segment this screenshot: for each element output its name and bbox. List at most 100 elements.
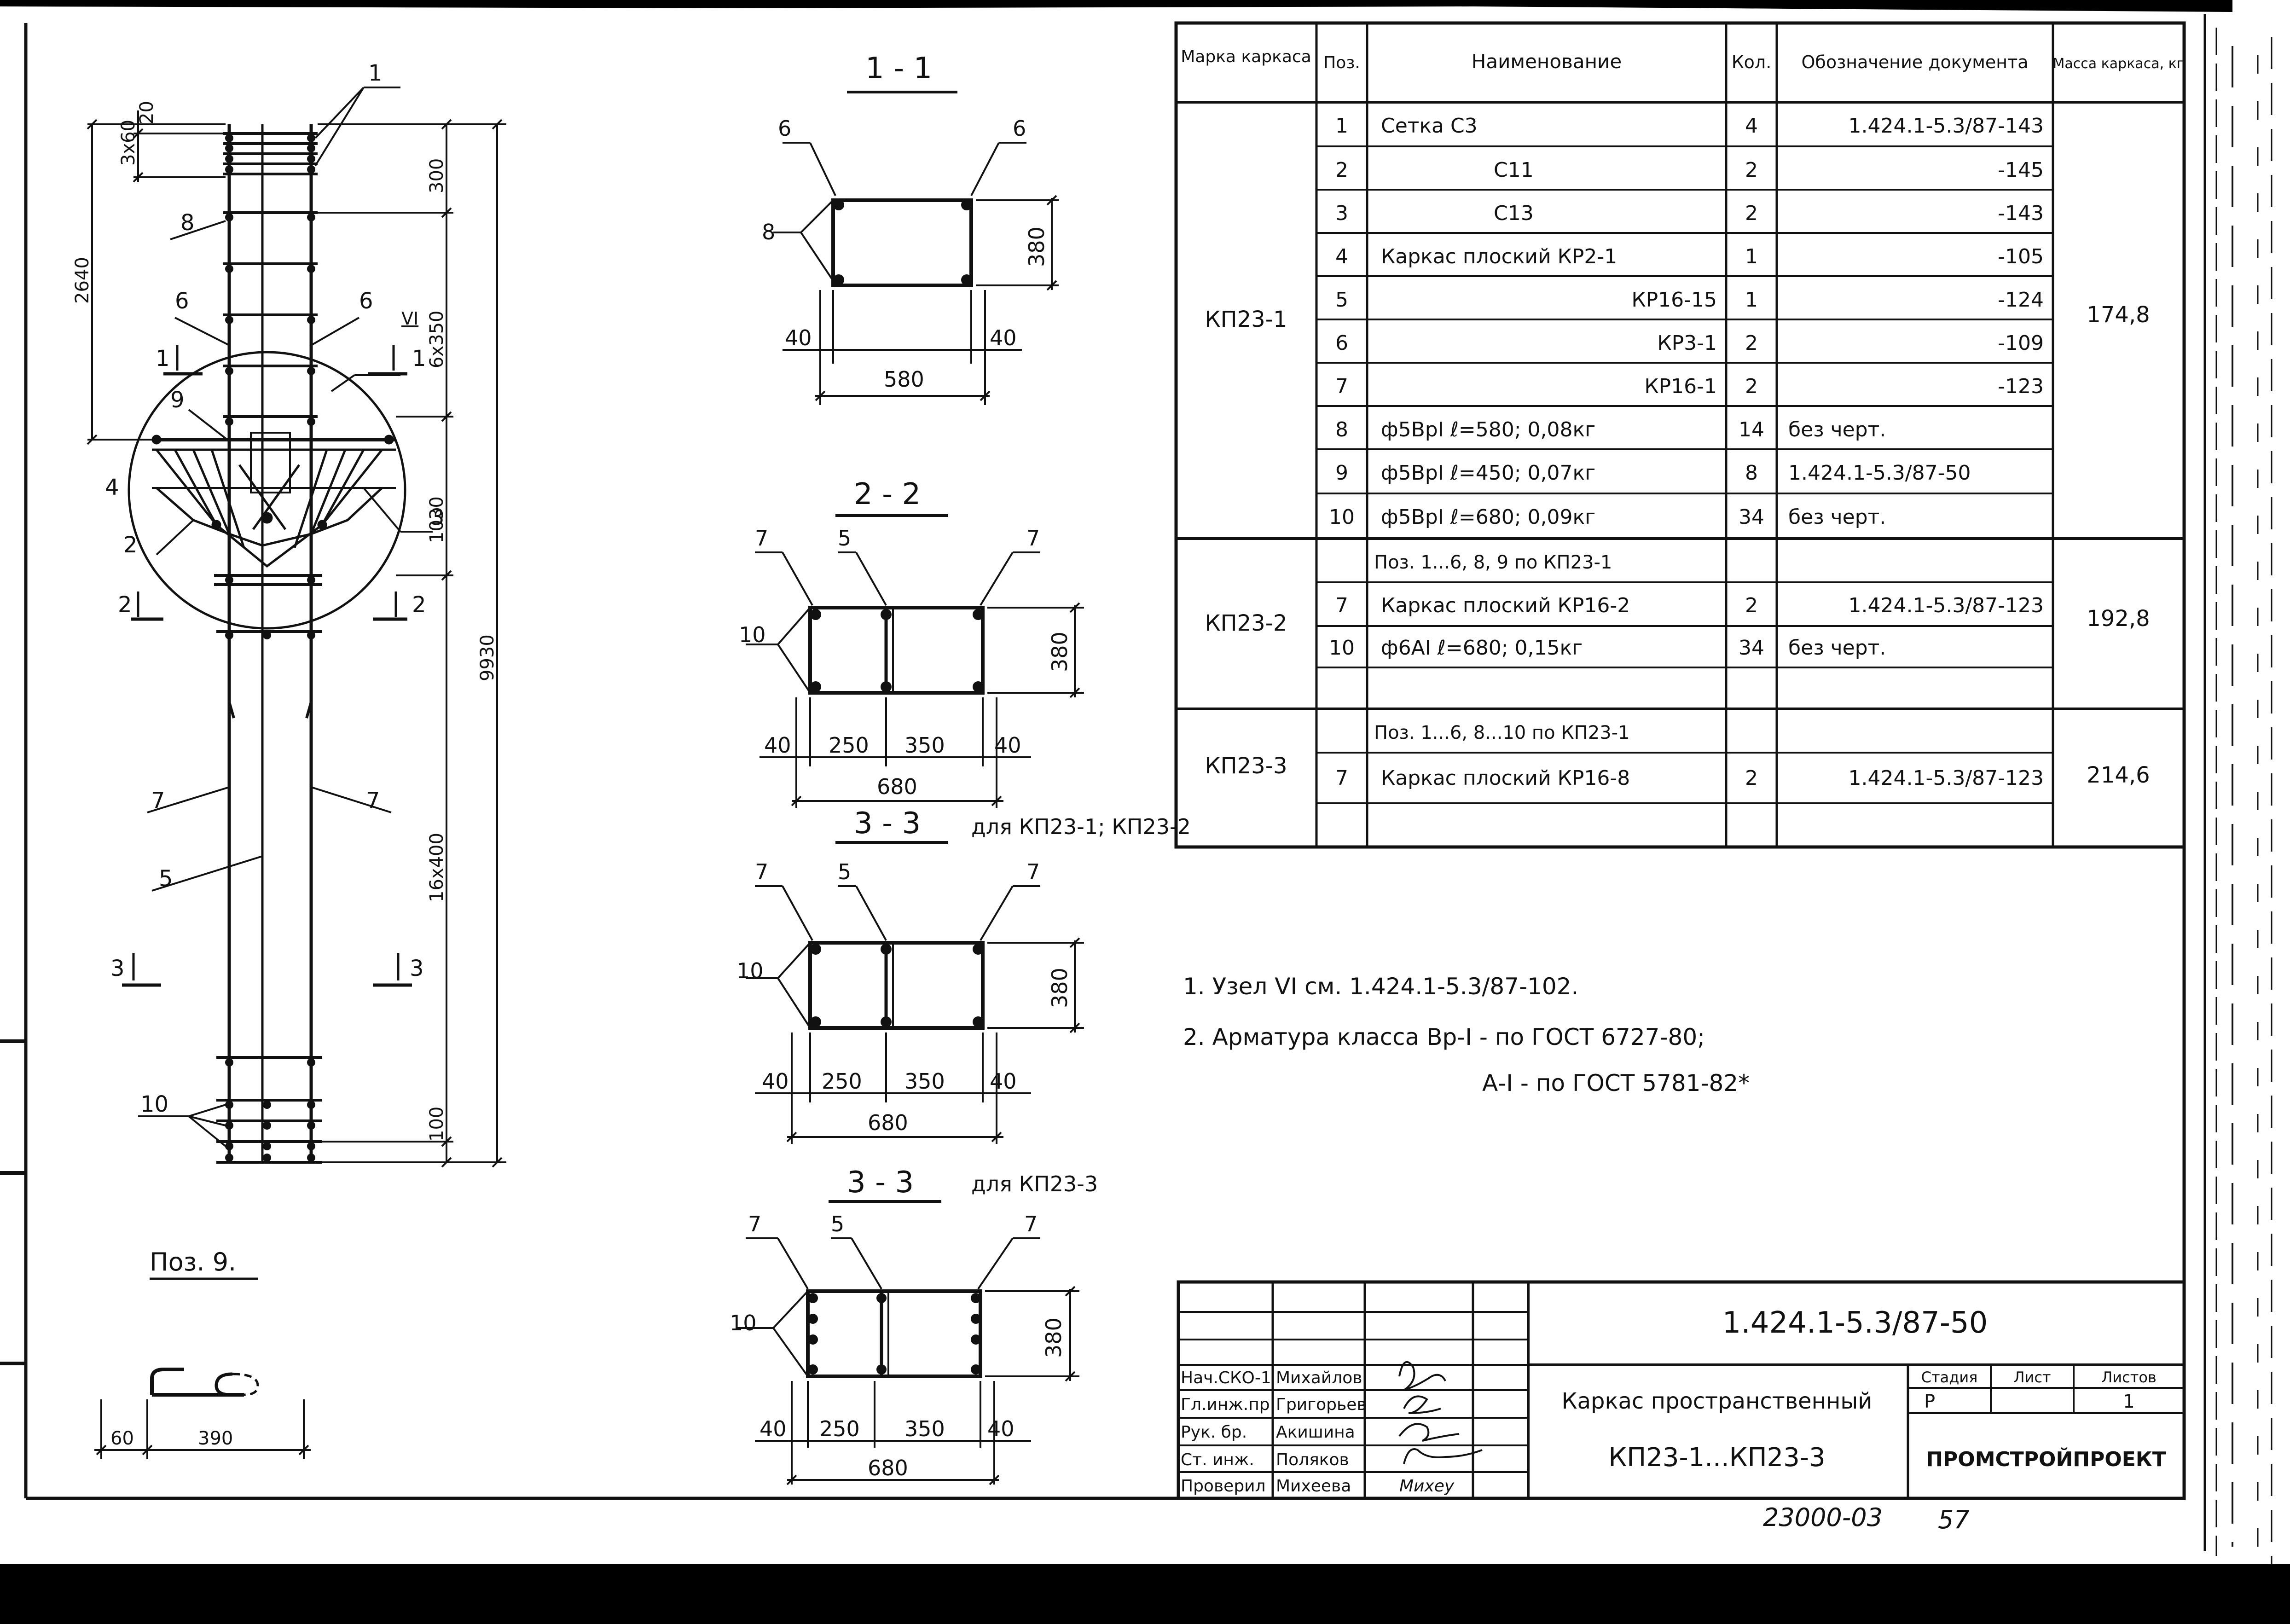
pos9-title: Поз. 9. xyxy=(150,1247,236,1276)
cell-doc: -123 xyxy=(1998,375,2044,398)
table-row: 10 ф5ВрI ℓ=680; 0,09кг 34 без черт. xyxy=(1329,505,1886,529)
stamp-stage: Р xyxy=(1924,1391,1935,1412)
sec33b-label-7-right: 7 xyxy=(1024,1212,1038,1236)
cell-pos: 1 xyxy=(1335,114,1348,138)
sec33a-label-5: 5 xyxy=(838,859,851,884)
stamp-sheet-label: Лист xyxy=(2013,1369,2051,1386)
sec11-label-6-right: 6 xyxy=(1013,116,1026,141)
pos9-dim-60: 60 xyxy=(110,1428,134,1449)
console-bracket xyxy=(151,432,396,568)
sec33b-note: для КП23-3 xyxy=(971,1172,1098,1196)
sec22-dim-40-right: 40 xyxy=(994,733,1021,758)
footer-code: 23000-03 xyxy=(1763,1503,1883,1532)
cell-pos: 3 xyxy=(1335,202,1348,225)
cell-qty: 2 xyxy=(1745,331,1758,355)
spec-group-3-mass: 214,6 xyxy=(2087,762,2150,788)
node-vi-label: VI xyxy=(401,308,418,329)
cell-name: Поз. 1...6, 8...10 по КП23-1 xyxy=(1374,722,1630,743)
sec11-title: 1 - 1 xyxy=(865,52,932,86)
callout-6-elev-left: 6 xyxy=(175,288,189,314)
spec-header-mark: Марка каркаса xyxy=(1181,47,1311,66)
dim-6x350: 6x350 xyxy=(426,311,447,368)
stamp-doc-code: 1.424.1-5.3/87-50 xyxy=(1722,1306,1988,1340)
stamp-name-1: Михайлов xyxy=(1276,1369,1362,1387)
signature-mikheeva: Михеу xyxy=(1399,1477,1455,1496)
sec22-label-10: 10 xyxy=(739,622,766,647)
cell-qty: 1 xyxy=(1745,245,1758,268)
sheet-footer: 23000-03 57 xyxy=(1763,1503,1970,1534)
stamp-name-3: Акишина xyxy=(1276,1423,1355,1442)
signatures xyxy=(1398,1361,1483,1464)
cell-doc: -124 xyxy=(1998,288,2044,312)
spec-group-1-mass: 174,8 xyxy=(2087,302,2150,328)
stamp-name-4: Поляков xyxy=(1276,1450,1349,1469)
cell-doc: 1.424.1-5.3/87-123 xyxy=(1849,766,2044,790)
cell-name: ф5ВрI ℓ=580; 0,08кг xyxy=(1381,418,1595,441)
sec11-label-8: 8 xyxy=(762,220,775,244)
callout-5-elev: 5 xyxy=(159,866,173,892)
sec33b-label-5: 5 xyxy=(831,1212,844,1236)
dim-2640: 2640 xyxy=(72,257,93,304)
spec-header-mass: Масса каркаса, кг xyxy=(2052,56,2184,72)
sec11-dim-380: 380 xyxy=(1024,226,1049,267)
cell-pos: 9 xyxy=(1335,461,1348,485)
table-row: Поз. 1...6, 8...10 по КП23-1 xyxy=(1374,722,1630,743)
cell-name: С13 xyxy=(1494,202,1534,225)
elevation-view: 2640 3x60 20 300 6x350 1030 9930 16x400 … xyxy=(72,60,506,1168)
sec33b-label-10: 10 xyxy=(730,1311,757,1335)
sec22-label-7-left: 7 xyxy=(755,526,768,551)
callout-7-elev-right: 7 xyxy=(366,788,380,813)
spec-group-1-rows: 1 Сетка С3 4 1.424.1-5.3/87-143 2 С11 2 … xyxy=(1329,114,2044,529)
callout-3-elev: 3 xyxy=(430,505,445,530)
sec22-label-5: 5 xyxy=(838,526,851,551)
section-2-2: 2 - 2 7 5 7 xyxy=(739,477,1084,808)
stamp-title-line1: Каркас пространственный xyxy=(1562,1388,1873,1414)
cell-qty: 1 xyxy=(1745,288,1758,312)
spec-group-3-rows: Поз. 1...6, 8...10 по КП23-1 7 Каркас пл… xyxy=(1335,722,2044,790)
cell-qty: 2 xyxy=(1745,766,1758,790)
spec-header-doc: Обозначение документа xyxy=(1801,52,2028,72)
sec33b-title: 3 - 3 xyxy=(847,1166,914,1200)
dim-16x400: 16x400 xyxy=(426,833,447,902)
table-row: Поз. 1...6, 8, 9 по КП23-1 xyxy=(1374,552,1612,573)
cell-pos: 2 xyxy=(1335,158,1348,182)
table-row: 8 ф5ВрI ℓ=580; 0,08кг 14 без черт. xyxy=(1335,418,1886,441)
cell-pos: 10 xyxy=(1329,636,1355,660)
table-row: 1 Сетка С3 4 1.424.1-5.3/87-143 xyxy=(1335,114,2044,138)
section-3-3-a: 3 - 3 для КП23-1; КП23-2 xyxy=(736,806,1191,1144)
section-mark-2-left: 2 xyxy=(118,592,132,618)
callout-10-elev: 10 xyxy=(140,1091,168,1117)
sec11-label-6-left: 6 xyxy=(778,116,791,141)
cell-doc: -145 xyxy=(1998,158,2044,182)
sec22-dim-350: 350 xyxy=(904,733,945,758)
cell-qty: 2 xyxy=(1745,158,1758,182)
cell-doc: 1.424.1-5.3/87-123 xyxy=(1849,594,2044,617)
spec-header-name: Наименование xyxy=(1472,50,1622,73)
section-1-1: 1 - 1 xyxy=(762,52,1059,405)
note-3: А-I - по ГОСТ 5781-82* xyxy=(1482,1070,1750,1096)
spec-group-3-mark: КП23-3 xyxy=(1205,753,1287,779)
general-notes: 1. Узел VI см. 1.424.1-5.3/87-102. 2. Ар… xyxy=(1183,973,1750,1096)
table-row: 10 ф6АI ℓ=680; 0,15кг 34 без черт. xyxy=(1329,636,1886,660)
section-mark-2-right: 2 xyxy=(412,592,426,618)
sec22-label-7-right: 7 xyxy=(1026,526,1040,551)
section-mark-1-right: 1 xyxy=(412,346,426,371)
cell-name: КР16-15 xyxy=(1631,288,1717,312)
cell-doc: без черт. xyxy=(1788,636,1886,660)
stamp-role-1: Нач.СКО-1 xyxy=(1181,1369,1271,1387)
cell-name: КР3-1 xyxy=(1657,331,1717,355)
table-row: 7 КР16-1 2 -123 xyxy=(1335,375,2044,398)
cell-doc: -109 xyxy=(1998,331,2044,355)
sec33a-note: для КП23-1; КП23-2 xyxy=(971,814,1191,839)
cell-pos: 6 xyxy=(1335,331,1348,355)
cell-qty: 34 xyxy=(1739,636,1764,660)
cell-name: Сетка С3 xyxy=(1381,114,1478,138)
sec22-dim-380: 380 xyxy=(1047,632,1072,672)
sec33a-dim-680: 680 xyxy=(868,1110,908,1135)
cell-name: С11 xyxy=(1494,158,1534,182)
stamp-stage-label: Стадия xyxy=(1921,1369,1978,1386)
cell-doc: -105 xyxy=(1998,245,2044,268)
cell-pos: 4 xyxy=(1335,245,1348,268)
dim-20: 20 xyxy=(136,101,157,124)
